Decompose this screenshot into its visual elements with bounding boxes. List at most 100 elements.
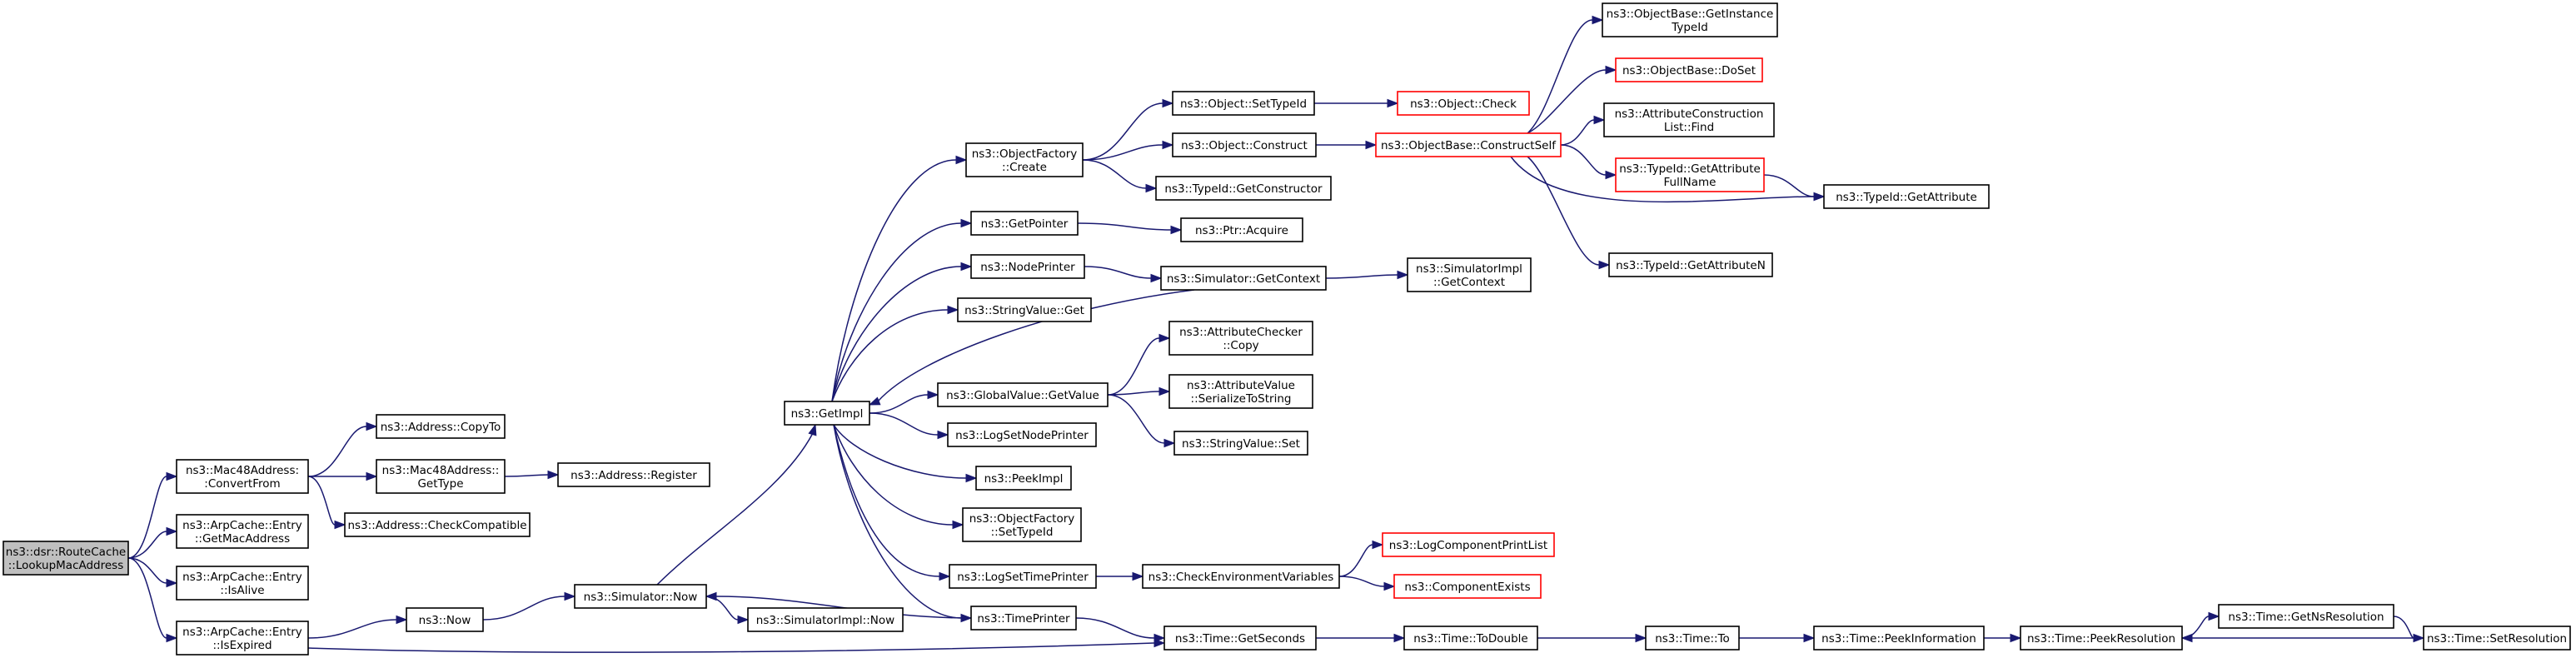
call-edge-arp_isexpired-to-now xyxy=(307,615,408,639)
function-node-object-settypeid[interactable]: ns3::Object::SetTypeId xyxy=(1172,91,1315,116)
function-node-logcomponentprintlist[interactable]: ns3::LogComponentPrintList xyxy=(1382,532,1555,557)
function-node-simulator-getcontext[interactable]: ns3::Simulator::GetContext xyxy=(1160,266,1327,291)
arrowhead-icon xyxy=(166,471,178,481)
node-box xyxy=(975,466,1072,491)
node-box xyxy=(1393,574,1542,599)
node-box xyxy=(1155,176,1332,201)
function-node-simulator-now[interactable]: ns3::Simulator::Now xyxy=(574,584,707,609)
call-edge-objfactory_create-to-typeid_getconstructor xyxy=(1082,159,1158,193)
function-node-time-to[interactable]: ns3::Time::To xyxy=(1645,626,1740,651)
function-node-checkenvvars[interactable]: ns3::CheckEnvironmentVariables xyxy=(1142,564,1340,589)
function-node-mac48-convertfrom[interactable]: ns3::Mac48Address::ConvertFrom xyxy=(176,459,309,494)
node-box xyxy=(1172,91,1315,116)
node-label: ns3::ObjectFactory xyxy=(972,147,1078,161)
function-node-globalvalue-getvalue[interactable]: ns3::GlobalValue::GetValue xyxy=(937,382,1109,407)
call-edge-time_getseconds-to-time_todouble xyxy=(1316,633,1406,643)
function-node-object-construct[interactable]: ns3::Object::Construct xyxy=(1172,132,1317,157)
function-node-logsettimeprinter[interactable]: ns3::LogSetTimePrinter xyxy=(949,564,1097,589)
call-edge-timeprinter-to-simulator_now xyxy=(705,591,972,619)
arrowhead-icon xyxy=(1635,633,1647,643)
arrowhead-icon xyxy=(396,615,408,625)
function-node-lookup[interactable]: ns3::dsr::RouteCache::LookupMacAddress xyxy=(2,541,129,576)
arrowhead-icon xyxy=(927,390,939,400)
function-node-time-getseconds[interactable]: ns3::Time::GetSeconds xyxy=(1163,626,1317,651)
function-node-logsetnodeprinter[interactable]: ns3::LogSetNodePrinter xyxy=(947,422,1097,447)
call-edge-objbase_constructself-to-objbase_getinstancetypeid xyxy=(1527,15,1604,134)
function-node-typeid-getattributen[interactable]: ns3::TypeId::GetAttributeN xyxy=(1608,252,1773,277)
function-node-nodeprinter[interactable]: ns3::NodePrinter xyxy=(970,254,1085,279)
function-node-stringvalue-set[interactable]: ns3::StringValue::Set xyxy=(1173,431,1308,456)
edge-line xyxy=(1510,156,1815,203)
node-label: ::Copy xyxy=(1223,339,1258,352)
call-edge-logsettimeprinter-to-checkenvvars xyxy=(1096,571,1144,581)
edge-line xyxy=(831,222,962,402)
call-edge-getimpl-to-globalvalue_getvalue xyxy=(869,390,939,414)
node-box xyxy=(1608,252,1773,277)
function-node-arp-getmac[interactable]: ns3::ArpCache::Entry::GetMacAddress xyxy=(176,514,309,549)
call-edge-time_to-to-time_peekinformation xyxy=(1739,633,1816,643)
edge-line xyxy=(877,289,1195,402)
function-node-attrvalue-serialize[interactable]: ns3::AttributeValue::SerializeToString xyxy=(1168,374,1313,409)
node-label: ns3::TypeId::GetAttribute xyxy=(1619,162,1761,176)
function-node-time-todouble[interactable]: ns3::Time::ToDouble xyxy=(1403,626,1538,651)
arrowhead-icon xyxy=(334,520,346,530)
node-label: TypeId xyxy=(1671,21,1708,34)
node-label: ns3::Now xyxy=(419,614,471,627)
edge-line xyxy=(504,474,549,477)
function-node-timeprinter[interactable]: ns3::TimePrinter xyxy=(970,606,1077,631)
arrowhead-icon xyxy=(2180,633,2193,643)
function-node-address-checkcompat[interactable]: ns3::Address::CheckCompatible xyxy=(344,512,531,537)
call-edge-lookup-to-arp_isalive xyxy=(127,557,178,588)
function-node-arp-isexpired[interactable]: ns3::ArpCache::Entry::IsExpired xyxy=(176,621,309,656)
function-node-simimpl-now[interactable]: ns3::SimulatorImpl::Now xyxy=(747,607,904,632)
function-node-objfactory-settypeid[interactable]: ns3::ObjectFactory::SetTypeId xyxy=(962,507,1082,542)
function-node-address-register[interactable]: ns3::Address::Register xyxy=(557,462,710,487)
function-node-object-check[interactable]: ns3::Object::Check xyxy=(1397,91,1530,116)
function-node-time-peekresolution[interactable]: ns3::Time::PeekResolution xyxy=(2020,626,2183,651)
function-node-peekimpl[interactable]: ns3::PeekImpl xyxy=(975,466,1072,491)
function-node-attrchecker-copy[interactable]: ns3::AttributeChecker::Copy xyxy=(1168,321,1313,356)
node-label: ::GetMacAddress xyxy=(195,532,290,546)
function-node-ptr-acquire[interactable]: ns3::Ptr::Acquire xyxy=(1180,217,1303,242)
node-label: ns3::LogSetTimePrinter xyxy=(957,571,1089,584)
function-node-arp-isalive[interactable]: ns3::ArpCache::Entry::IsAlive xyxy=(176,566,309,601)
function-node-typeid-getattribute[interactable]: ns3::TypeId::GetAttribute xyxy=(1823,184,1990,209)
node-box xyxy=(1615,57,1763,82)
call-edge-getimpl-to-objfactory_create xyxy=(831,155,968,402)
function-node-getpointer[interactable]: ns3::GetPointer xyxy=(970,211,1079,236)
function-node-mac48-gettype[interactable]: ns3::Mac48Address::GetType xyxy=(376,459,506,494)
function-node-address-copyto[interactable]: ns3::Address::CopyTo xyxy=(376,414,506,439)
arrowhead-icon xyxy=(2208,611,2220,621)
node-label: ns3::GetImpl xyxy=(791,407,864,421)
node-label: ns3::Object::Check xyxy=(1410,97,1517,111)
function-node-time-setresolution[interactable]: ns3::Time::SetResolution xyxy=(2423,626,2571,651)
call-edge-getimpl-to-peekimpl xyxy=(833,424,978,483)
node-label: ns3::ObjectFactory xyxy=(969,512,1075,526)
node-label: ns3::ArpCache::Entry xyxy=(182,519,302,532)
function-node-time-peekinformation[interactable]: ns3::Time::PeekInformation xyxy=(1813,626,1985,651)
function-node-typeid-getconstructor[interactable]: ns3::TypeId::GetConstructor xyxy=(1155,176,1332,201)
node-label: ns3::Ptr::Acquire xyxy=(1195,224,1288,237)
edge-line xyxy=(307,476,336,526)
function-node-now[interactable]: ns3::Now xyxy=(406,607,484,632)
arrowhead-icon xyxy=(1162,140,1174,150)
call-edge-checkenvvars-to-logcomponentprintlist xyxy=(1338,540,1384,577)
call-edge-mac48_gettype-to-address_register xyxy=(504,470,560,480)
function-node-getimpl[interactable]: ns3::GetImpl xyxy=(784,401,870,426)
function-node-objbase-doset[interactable]: ns3::ObjectBase::DoSet xyxy=(1615,57,1763,82)
edge-line xyxy=(833,424,954,526)
function-node-stringvalue-get[interactable]: ns3::StringValue::Get xyxy=(957,297,1092,322)
function-node-time-getnsresolution[interactable]: ns3::Time::GetNsResolution xyxy=(2218,604,2394,629)
call-edge-arp_isexpired-to-time_getseconds xyxy=(307,638,1166,653)
arrowhead-icon xyxy=(547,470,560,480)
function-node-componentexists[interactable]: ns3::ComponentExists xyxy=(1393,574,1542,599)
node-box xyxy=(376,459,506,494)
function-node-objfactory-create[interactable]: ns3::ObjectFactory::Create xyxy=(965,142,1084,177)
node-box xyxy=(970,211,1079,236)
function-node-objbase-constructself[interactable]: ns3::ObjectBase::ConstructSelf xyxy=(1375,132,1562,157)
function-node-simimpl-getcontext[interactable]: ns3::SimulatorImpl::GetContext xyxy=(1407,257,1532,292)
